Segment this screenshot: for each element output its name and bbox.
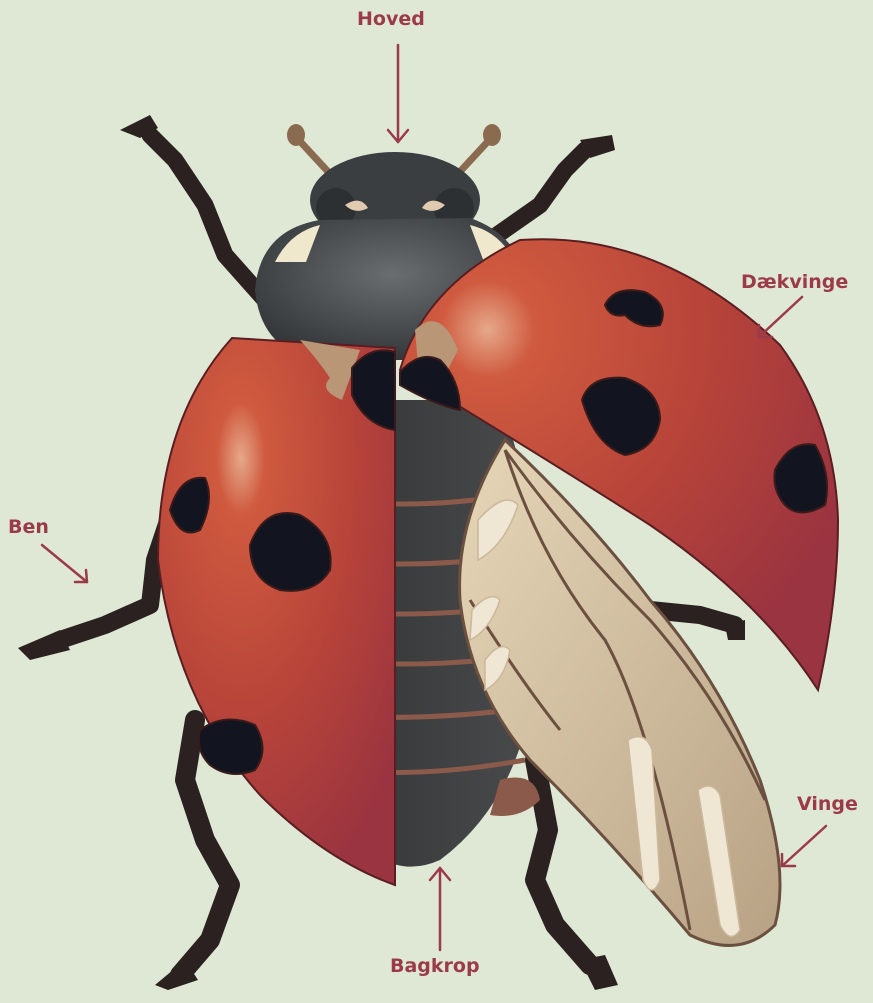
arrow-wing [782, 826, 826, 866]
label-abdomen: Bagkrop [390, 955, 480, 977]
arrow-abdomen [430, 868, 450, 950]
leg-mid-left [60, 500, 175, 640]
leg-front-left [150, 135, 265, 300]
label-head: Hoved [357, 8, 425, 30]
label-leg: Ben [8, 516, 49, 538]
label-wing: Vinge [797, 793, 858, 815]
arrow-head [388, 45, 408, 142]
label-elytron: Dækvinge [741, 271, 848, 293]
arrow-elytron [759, 297, 802, 337]
leg-front-right [490, 150, 585, 240]
arrow-leg [42, 545, 87, 582]
